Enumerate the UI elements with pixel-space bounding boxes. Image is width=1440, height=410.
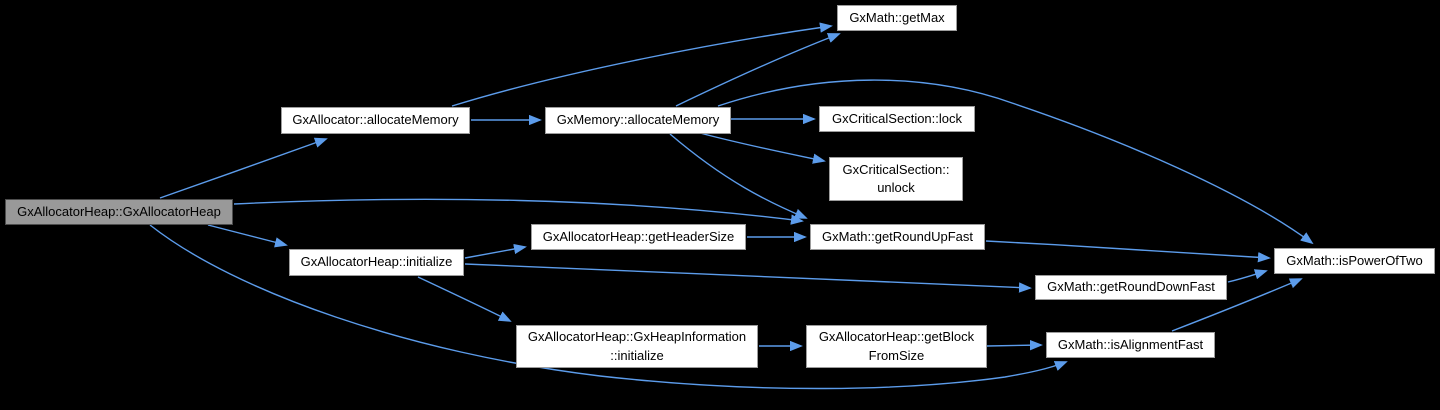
edge-getroundupfast-to-ispoweroftwo [985,240,1271,263]
node-gxcriticalsection-unlock[interactable]: GxCriticalSection:: unlock [829,157,963,201]
node-gxmath-ispoweroftwo[interactable]: GxMath::isPowerOfTwo [1274,248,1435,274]
edge-initialize-to-getheadersize [464,243,527,259]
node-gxheapinformation-initialize[interactable]: GxAllocatorHeap::GxHeapInformation ::ini… [516,325,758,368]
node-gxallocatorheap-getblockfromsize[interactable]: GxAllocatorHeap::getBlock FromSize [806,325,987,368]
edge-initialize-to-heapinformation-initialize [417,276,512,322]
node-gxmath-isalignmentfast[interactable]: GxMath::isAlignmentFast [1046,332,1215,358]
edge-getrounddownfast-to-ispoweroftwo [1227,269,1268,283]
edge-constructor-to-initialize [207,224,288,248]
node-gxmemory-allocatememory[interactable]: GxMemory::allocateMemory [545,107,731,134]
edge-constructor-to-allocator-allocatememory [159,137,328,199]
node-gxallocatorheap-getheadersize[interactable]: GxAllocatorHeap::getHeaderSize [531,224,746,250]
edge-initialize-to-getrounddownfast [464,263,1032,293]
edge-allocator-allocatememory-to-getmax [451,22,833,107]
node-gxallocatorheap-constructor[interactable]: GxAllocatorHeap::GxAllocatorHeap [5,199,233,225]
edge-memory-allocatememory-to-unlock [699,132,826,164]
node-gxcriticalsection-lock[interactable]: GxCriticalSection::lock [819,106,975,132]
edge-memory-allocatememory-to-getroundupfast [669,133,808,219]
node-gxallocatorheap-initialize[interactable]: GxAllocatorHeap::initialize [289,249,464,276]
node-gxmath-getroundupfast[interactable]: GxMath::getRoundUpFast [810,224,985,250]
node-gxallocator-allocatememory[interactable]: GxAllocator::allocateMemory [281,107,470,134]
edge-constructor-to-getroundupfast [233,198,804,225]
edge-memory-allocatememory-to-getmax [675,33,841,107]
node-gxmath-getrounddownfast[interactable]: GxMath::getRoundDownFast [1035,275,1227,300]
edge-getblockfromsize-to-isalignmentfast [986,340,1043,351]
node-gxmath-getmax[interactable]: GxMath::getMax [837,5,957,31]
edge-memory-allocatememory-to-ispoweroftwo [717,79,1314,245]
